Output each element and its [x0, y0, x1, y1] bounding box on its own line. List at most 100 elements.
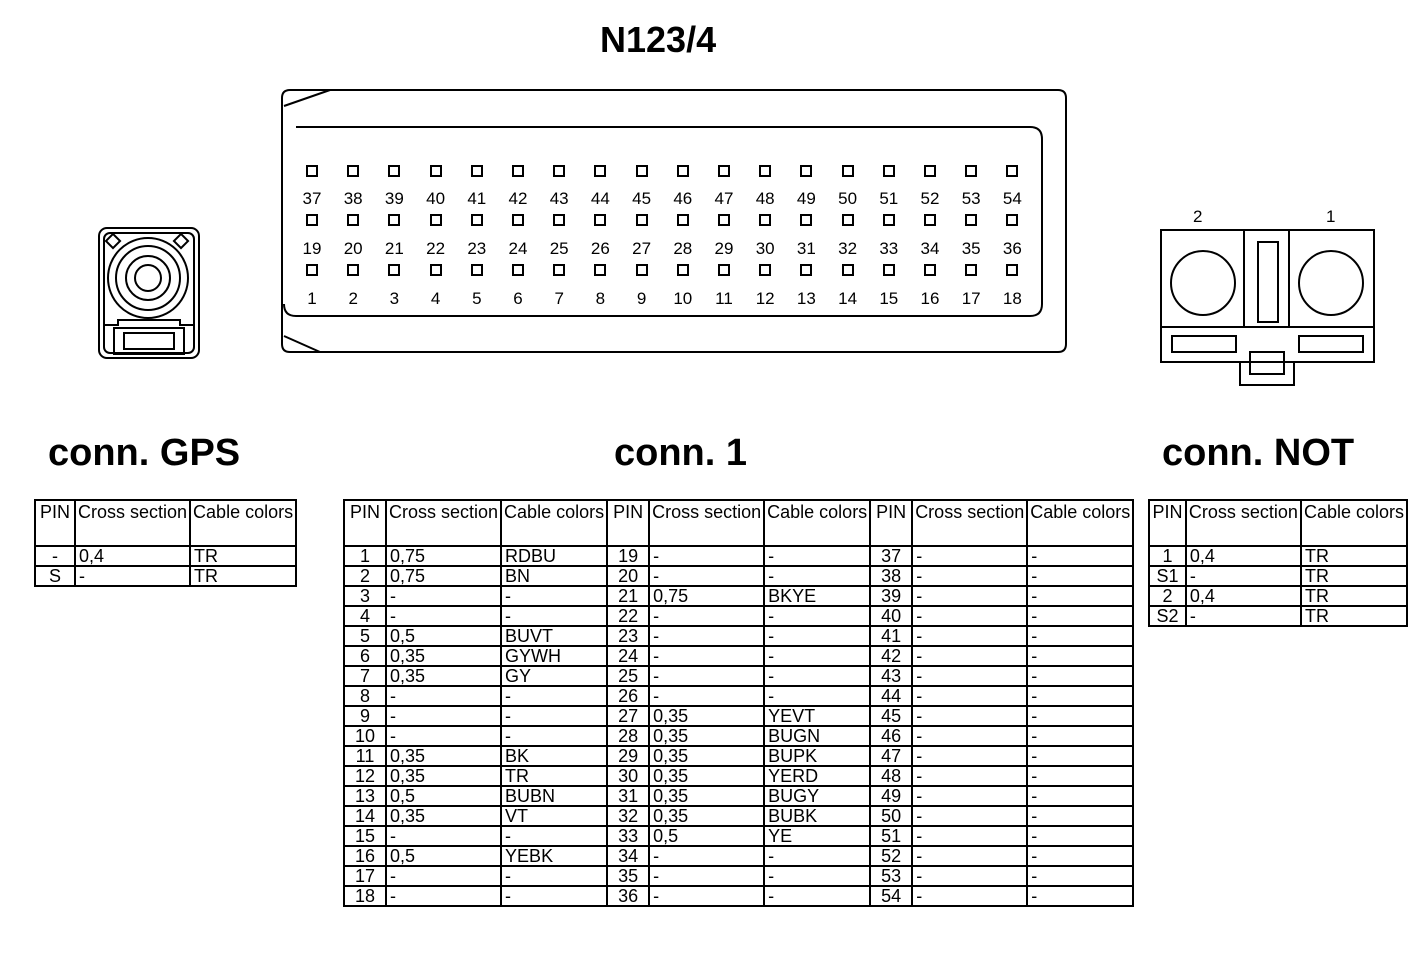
cable-color-cell: - — [763, 685, 872, 707]
pin-number: 45 — [632, 189, 652, 208]
table-row: 17--35--53-- — [343, 865, 1135, 887]
cross-section-cell: - — [648, 685, 766, 707]
cross-section-cell: - — [384, 825, 503, 847]
pin-cell: 9 — [343, 705, 387, 727]
pin-square — [388, 264, 401, 276]
cross-section-cell: - — [911, 725, 1029, 747]
cable-color-cell: - — [1026, 605, 1135, 627]
pin-number: 6 — [513, 289, 523, 308]
pin-square — [306, 165, 318, 177]
cable-color-cell: - — [1026, 765, 1135, 787]
diagram-title: N123/4 — [600, 19, 717, 60]
cable-color-cell: VT — [500, 805, 609, 827]
cable-color-cell: TR — [189, 545, 298, 567]
pin-square — [924, 214, 936, 226]
pin-number: 16 — [920, 289, 940, 308]
pin-square — [676, 165, 689, 177]
table-row: 18--36--54-- — [343, 885, 1135, 907]
cross-section-cell: 0,35 — [384, 665, 503, 687]
pin-cell: 2 — [343, 565, 387, 587]
pin-square — [676, 214, 689, 226]
pin-number: 11 — [715, 289, 733, 308]
cable-color-cell: - — [763, 545, 872, 567]
cable-color-cell: - — [500, 885, 609, 907]
cross-section-cell: - — [1184, 605, 1302, 627]
conn1-pin-table: PIN Cross section Cable colors PIN Cross… — [343, 499, 1135, 907]
pin-square — [882, 214, 895, 226]
pin-number: 31 — [796, 239, 816, 258]
cross-section-cell: - — [911, 625, 1029, 647]
cross-section-cell: - — [911, 605, 1029, 627]
pin-cell: 29 — [606, 745, 651, 767]
pin-number: 54 — [1002, 189, 1022, 208]
header-pin: PIN — [34, 499, 76, 547]
pin-cell: 30 — [606, 765, 651, 787]
gps-connector-drawing — [98, 227, 200, 359]
pin-number: 39 — [384, 189, 404, 208]
pin-number: 43 — [549, 189, 569, 208]
cable-color-cell: - — [1026, 825, 1135, 847]
pin-number: 9 — [636, 289, 647, 308]
pin-square — [470, 165, 483, 177]
cable-color-cell: YEBK — [500, 845, 609, 867]
pin-number: 40 — [426, 189, 446, 208]
pin-number: 26 — [590, 239, 610, 258]
pin-cell: 50 — [869, 805, 914, 827]
pin-cell: 39 — [869, 585, 914, 607]
table-row: S2-TR — [1148, 605, 1408, 627]
pin-cell: - — [34, 545, 76, 567]
cable-color-cell: - — [763, 665, 872, 687]
pin-cell: 44 — [869, 685, 914, 707]
pin-number: 42 — [508, 189, 528, 208]
pin-square — [594, 264, 607, 276]
cable-color-cell: - — [500, 685, 609, 707]
pin-cell: 4 — [343, 605, 387, 627]
pin-number: 33 — [879, 239, 899, 258]
pin-number: 34 — [920, 239, 940, 258]
cross-section-cell: 0,35 — [648, 745, 766, 767]
cable-color-cell: - — [1026, 805, 1135, 827]
pin-cell: 6 — [343, 645, 387, 667]
pin-cell: 49 — [869, 785, 914, 807]
pin-square — [718, 214, 730, 226]
pin-cell: 25 — [606, 665, 651, 687]
pin-number: 30 — [755, 239, 775, 258]
cable-color-cell: - — [500, 825, 609, 847]
pin-cell: 41 — [869, 625, 914, 647]
pin-number: 50 — [838, 189, 858, 208]
cross-section-cell: - — [648, 865, 766, 887]
cable-color-cell: YEVT — [763, 705, 872, 727]
cable-color-cell: BK — [500, 745, 609, 767]
cross-section-cell: 0,35 — [648, 765, 766, 787]
pin-cell: 13 — [343, 785, 387, 807]
cross-section-cell: 0,35 — [648, 805, 766, 827]
cable-color-cell: - — [1026, 785, 1135, 807]
pin-square — [594, 214, 607, 226]
pin-cell: 23 — [606, 625, 651, 647]
cross-section-cell: 0,75 — [384, 565, 503, 587]
pin-cell: 5 — [343, 625, 387, 647]
pin-cell: 51 — [869, 825, 914, 847]
not-connector-title: conn. NOT — [1162, 432, 1355, 474]
pin-number: 19 — [302, 239, 322, 258]
pin-square — [759, 214, 772, 226]
pin-number: 32 — [838, 239, 858, 258]
pin-square — [718, 264, 730, 276]
pin-cell: 31 — [606, 785, 651, 807]
pin-cell: 48 — [869, 765, 914, 787]
pin-number: 24 — [508, 239, 528, 258]
pin-square — [676, 264, 689, 276]
pin-square — [965, 165, 978, 177]
pin-square — [800, 264, 813, 276]
table-row: 8--26--44-- — [343, 685, 1135, 707]
pin-square — [553, 214, 566, 226]
pin-square — [512, 214, 524, 226]
cross-section-cell: 0,35 — [384, 765, 503, 787]
